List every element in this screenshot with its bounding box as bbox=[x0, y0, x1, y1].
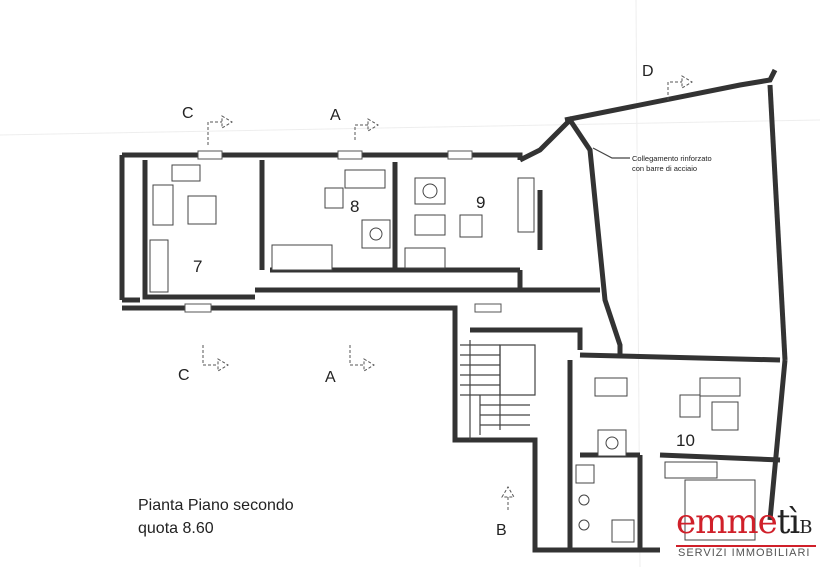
section-label-a-bottom: A bbox=[325, 369, 336, 386]
furniture bbox=[149, 164, 756, 543]
logo-subtitle: SERVIZI IMMOBILIARI bbox=[678, 547, 811, 559]
room-number-10: 10 bbox=[676, 431, 695, 450]
staircase bbox=[460, 344, 530, 435]
section-label-c-bottom: C bbox=[178, 367, 190, 384]
plan-title: Pianta Piano secondo bbox=[138, 497, 294, 514]
company-logo: emmetìB SERVIZI IMMOBILIARI bbox=[676, 505, 816, 559]
section-label-b-bottom: B bbox=[496, 522, 507, 539]
section-label-b-logo: B bbox=[799, 517, 812, 538]
room-number-7: 7 bbox=[193, 257, 202, 276]
section-label-c-top: C bbox=[182, 105, 194, 122]
annotation-line1: Collegamento rinforzato bbox=[632, 154, 712, 163]
section-label-a-top: A bbox=[330, 107, 341, 124]
annotation-line2: con barre di acciaio bbox=[632, 164, 697, 173]
fold-line bbox=[0, 119, 820, 136]
walls bbox=[119, 68, 788, 553]
logo-text-red: emme bbox=[676, 502, 778, 542]
section-markers bbox=[202, 75, 693, 510]
plan-elevation: quota 8.60 bbox=[138, 520, 214, 537]
room-number-8: 8 bbox=[350, 197, 359, 216]
annotation-leader bbox=[592, 147, 630, 159]
room-number-9: 9 bbox=[476, 193, 485, 212]
windows bbox=[184, 150, 502, 313]
section-label-d-top: D bbox=[642, 63, 654, 80]
logo-text-dark: tì bbox=[776, 502, 801, 542]
